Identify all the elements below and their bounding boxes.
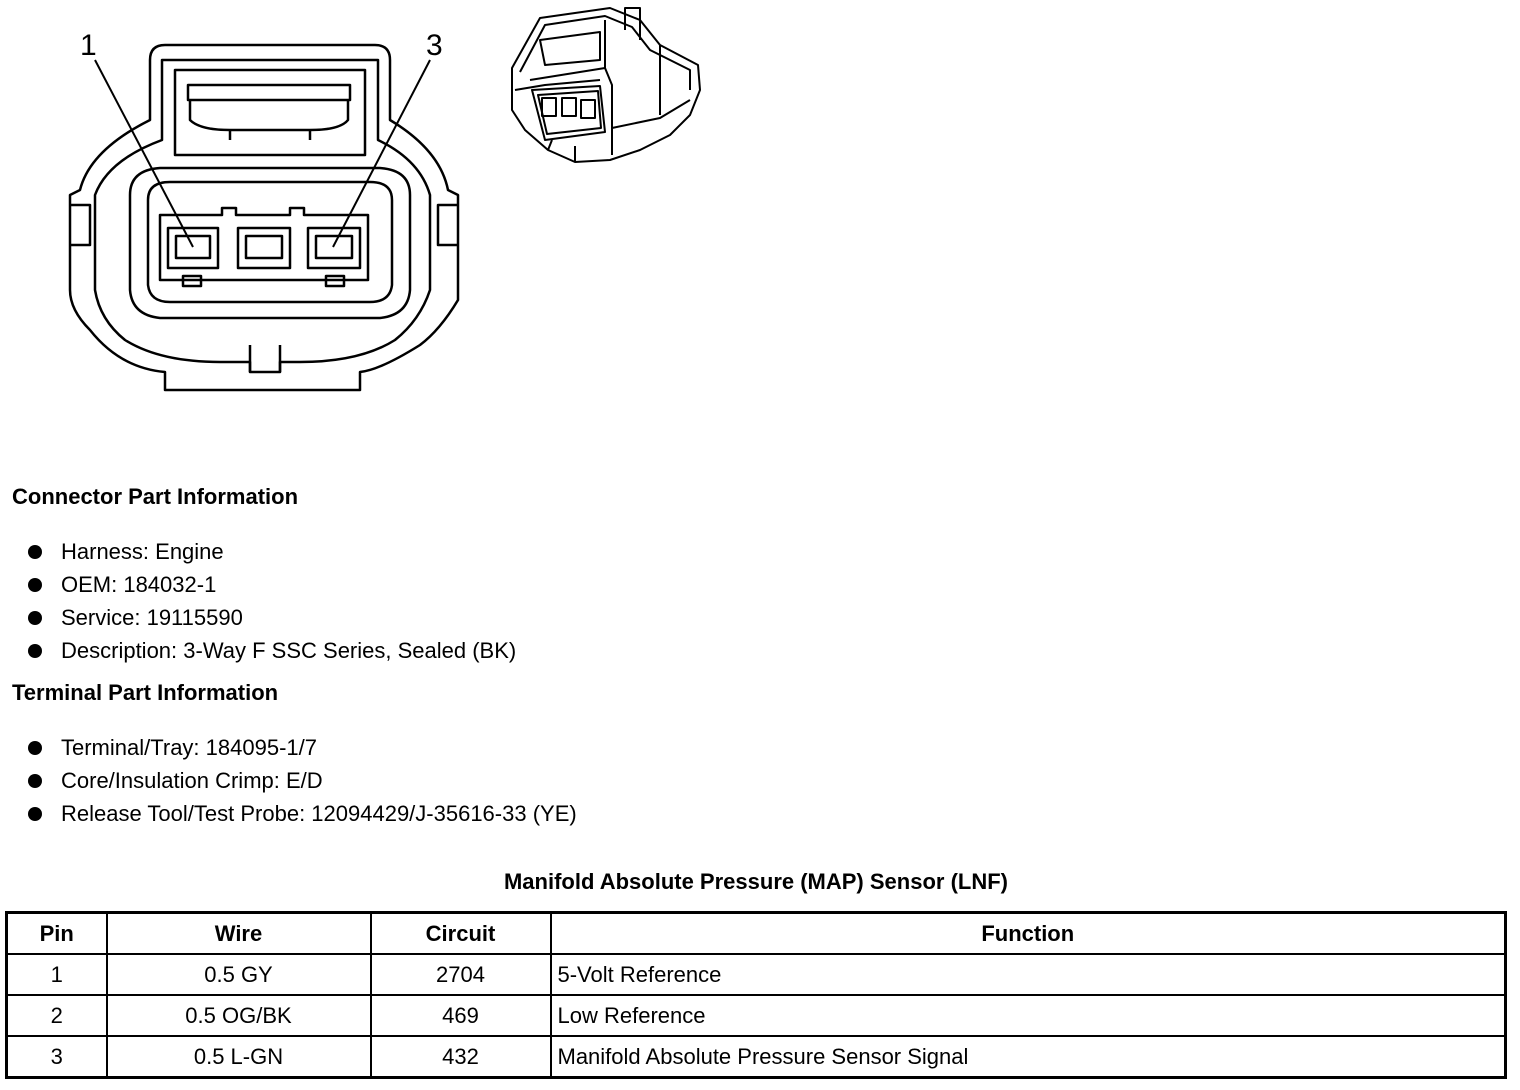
cell-wire: 0.5 OG/BK <box>105 994 372 1037</box>
cell-function: Low Reference <box>549 994 1507 1037</box>
column-header-wire: Wire <box>105 911 372 955</box>
cell-function: Manifold Absolute Pressure Sensor Signal <box>549 1035 1507 1079</box>
callout-1-leader <box>94 59 194 248</box>
table-row: 2 0.5 OG/BK 469 Low Reference <box>5 994 1507 1037</box>
cell-pin: 2 <box>5 994 108 1037</box>
list-item: Terminal/Tray: 184095-1/7 <box>28 731 577 764</box>
connector-info-heading: Connector Part Information <box>12 484 299 509</box>
list-item: Harness: Engine <box>28 535 516 568</box>
list-item: OEM: 184032-1 <box>28 568 516 601</box>
list-item: Release Tool/Test Probe: 12094429/J-3561… <box>28 797 577 830</box>
table-title: Manifold Absolute Pressure (MAP) Sensor … <box>503 869 1008 894</box>
cell-pin: 3 <box>5 1035 108 1079</box>
callout-3-label: 3 <box>426 29 443 62</box>
pin-cavity-2 <box>236 226 292 270</box>
cell-function: 5-Volt Reference <box>549 953 1507 996</box>
terminal-info-list: Terminal/Tray: 184095-1/7 Core/Insulatio… <box>28 731 577 830</box>
callout-3-leader <box>332 59 431 248</box>
cell-circuit: 432 <box>369 1035 552 1079</box>
cell-pin: 1 <box>5 953 108 996</box>
cell-wire: 0.5 GY <box>105 953 372 996</box>
pin-cavity-1 <box>166 226 220 288</box>
terminal-info-heading: Terminal Part Information <box>12 680 279 705</box>
bullet-icon <box>28 774 42 788</box>
table-header-row: Pin Wire Circuit Function <box>5 911 1507 955</box>
cavity-body <box>128 166 412 320</box>
column-header-function: Function <box>549 911 1507 955</box>
pinout-table: Pin Wire Circuit Function 1 0.5 GY 2704 … <box>5 911 1507 1079</box>
bullet-icon <box>28 545 42 559</box>
list-item: Core/Insulation Crimp: E/D <box>28 764 577 797</box>
connector-isometric-diagram <box>511 7 701 163</box>
cell-circuit: 469 <box>369 994 552 1037</box>
housing-outline <box>68 43 460 392</box>
bullet-icon <box>28 807 42 821</box>
bullet-icon <box>28 611 42 625</box>
connector-info-list: Harness: Engine OEM: 184032-1 Service: 1… <box>28 535 516 667</box>
table-row: 1 0.5 GY 2704 5-Volt Reference <box>5 953 1507 996</box>
column-header-pin: Pin <box>5 911 108 955</box>
bullet-icon <box>28 578 42 592</box>
cell-circuit: 2704 <box>369 953 552 996</box>
callout-1-label: 1 <box>80 29 97 62</box>
table-row: 3 0.5 L-GN 432 Manifold Absolute Pressur… <box>5 1035 1507 1079</box>
pin-cavity-3 <box>306 226 362 288</box>
bullet-icon <box>28 644 42 658</box>
list-item: Service: 19115590 <box>28 601 516 634</box>
column-header-circuit: Circuit <box>369 911 552 955</box>
bullet-icon <box>28 741 42 755</box>
cell-wire: 0.5 L-GN <box>105 1035 372 1079</box>
list-item: Description: 3-Way F SSC Series, Sealed … <box>28 634 516 667</box>
connector-face-diagram: 1 3 <box>68 29 460 392</box>
